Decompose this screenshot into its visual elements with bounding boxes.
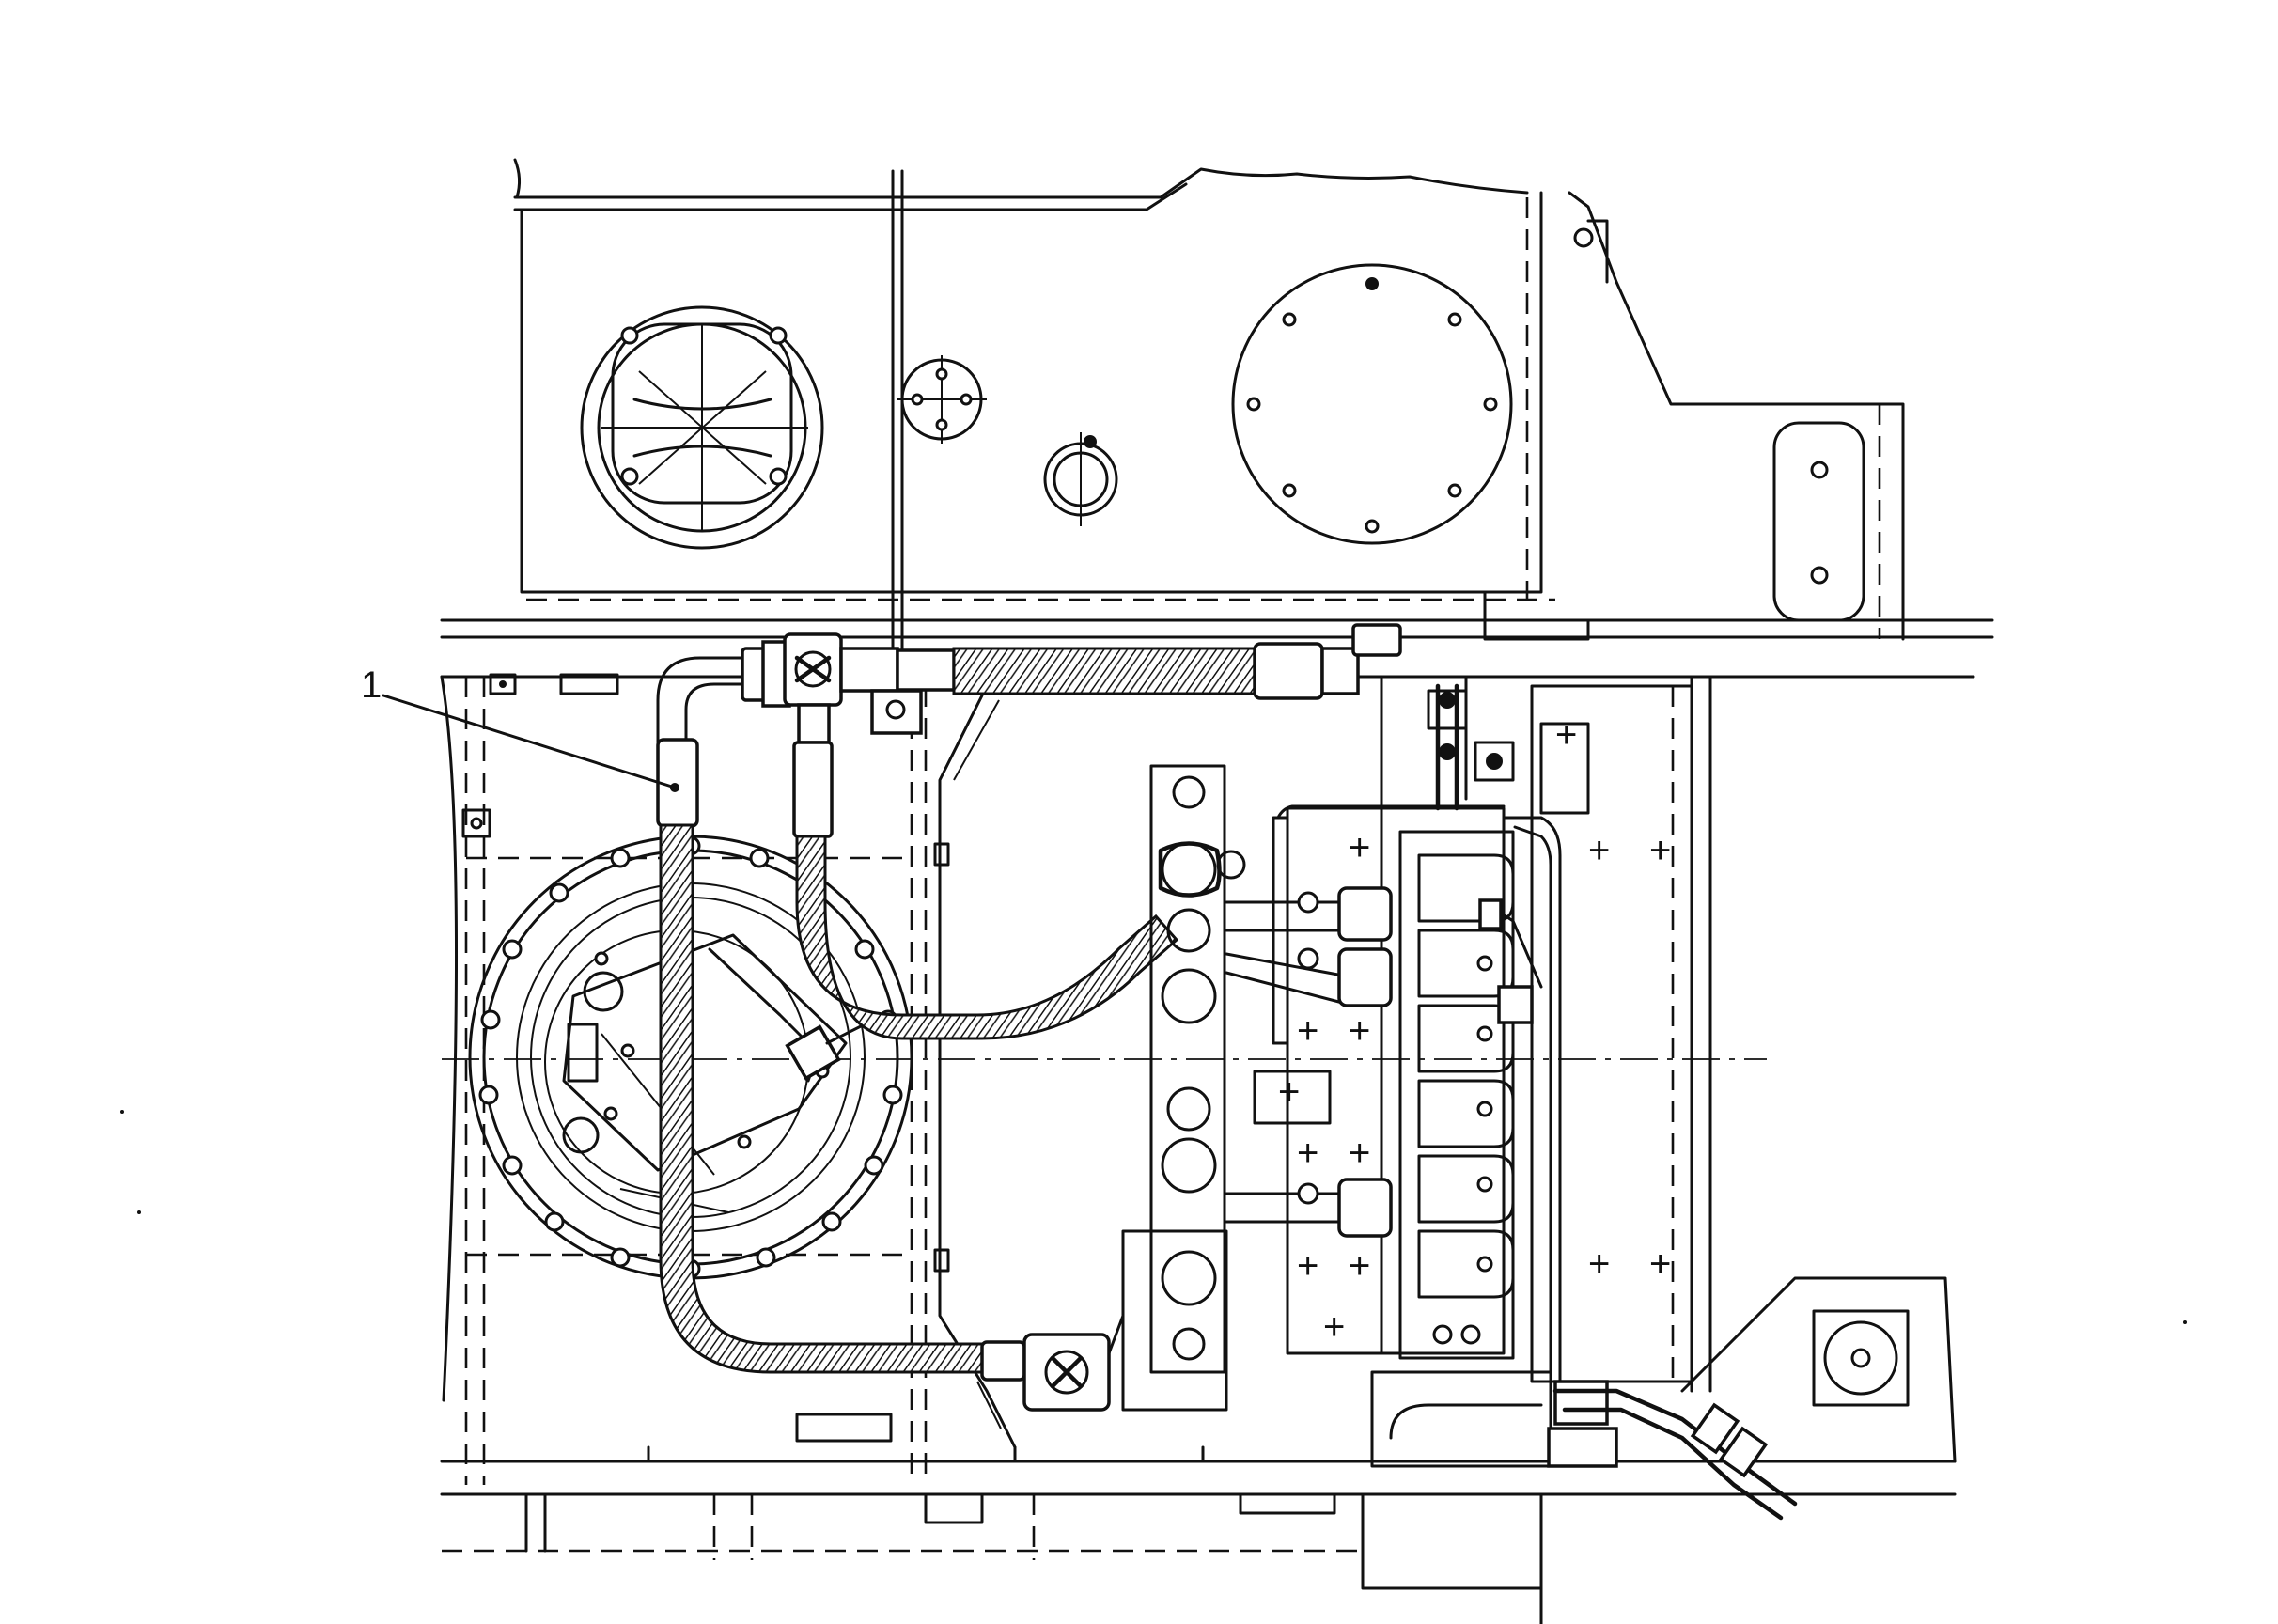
svg-text:+: + [1297,1245,1318,1287]
svg-text:+: + [1649,830,1671,871]
svg-text:+: + [1555,714,1577,756]
valve-cross-marks: + + + + + + + + + [1278,827,1370,1348]
manifold-strip [1022,764,1246,1412]
inspection-cover-right [1231,263,1513,545]
plug-small [897,355,987,444]
svg-text:+: + [1349,1010,1370,1052]
svg-text:+: + [1349,827,1370,868]
short-hoses [1225,886,1393,1238]
panel-diamond-marks: + + + + [1588,830,1671,1285]
svg-text:+: + [1588,1243,1610,1285]
inspection-cover-left [580,305,824,550]
svg-text:+: + [1278,1071,1300,1113]
right-panel: + + + + + [1370,675,1957,1521]
svg-text:+: + [1588,830,1610,871]
control-rod [891,169,904,669]
svg-text:+: + [1297,1010,1318,1052]
svg-text:+: + [1349,1132,1370,1174]
callout-leader-line [382,694,677,789]
control-valve-block: + + + + + + + + + [1225,804,1562,1383]
mounting-pad-upper [1772,421,1865,622]
svg-text:+: + [1349,1245,1370,1287]
lower-frame [440,673,1957,1624]
svg-text:+: + [1323,1306,1345,1348]
callout-1: 1 [361,664,679,792]
svg-text:+: + [1297,1132,1318,1174]
callout-label: 1 [361,664,382,706]
swing-bearing [468,835,913,1280]
filler-cap [1043,432,1118,526]
upper-housing [440,158,1994,679]
valve-spools [1417,853,1515,1345]
hose-assembly [656,623,1402,1429]
svg-text:+: + [1649,1243,1671,1285]
